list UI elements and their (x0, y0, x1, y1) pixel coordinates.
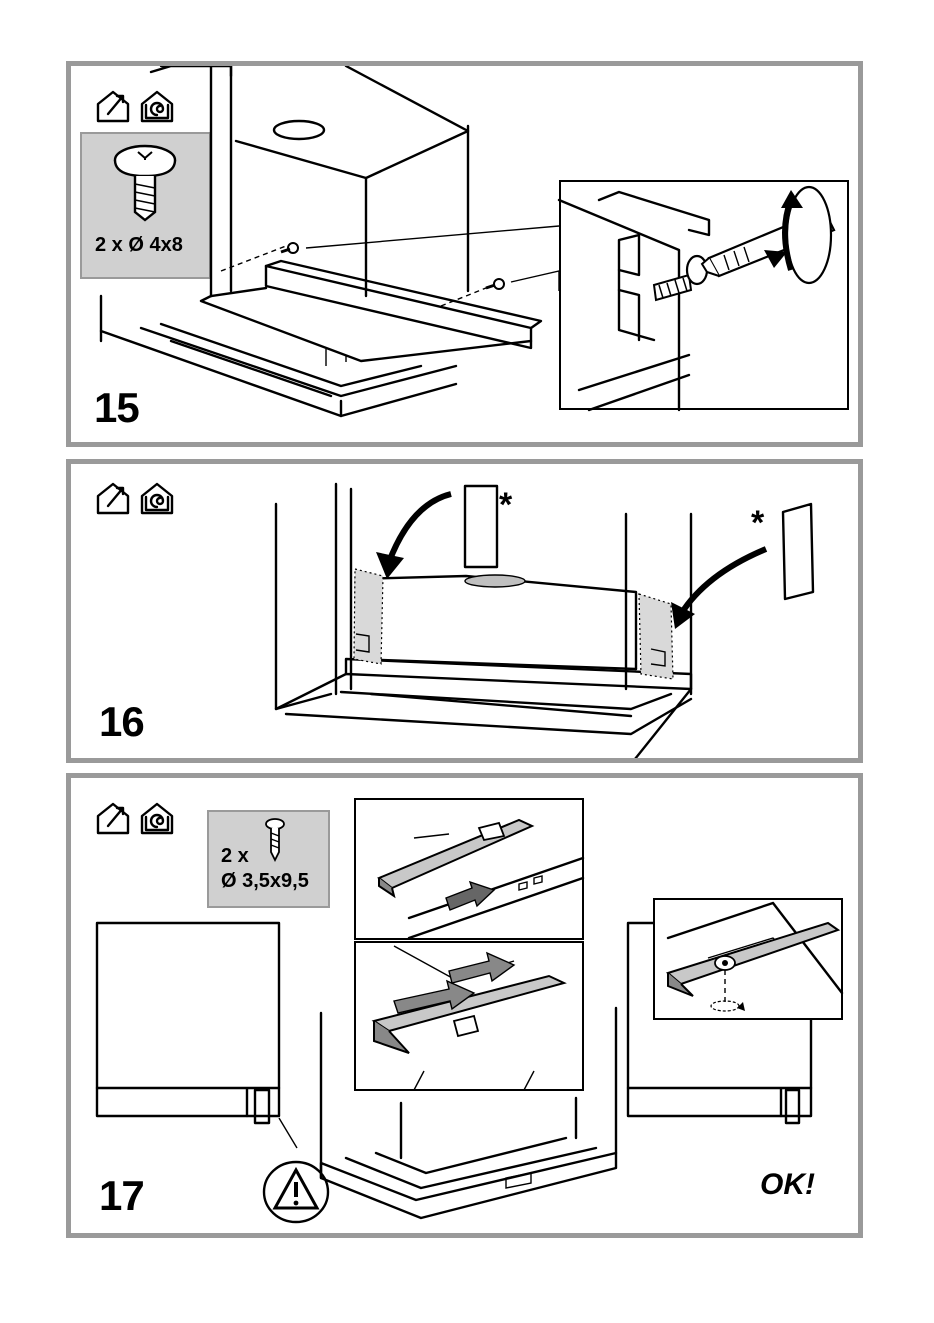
screw-detail-inset (559, 180, 849, 410)
step-15-panel: 2 x Ø 4x8 (66, 61, 863, 447)
step-16-panel: * * 16 (66, 459, 863, 763)
asterisk-mark-right: * (751, 504, 764, 543)
step-number: 17 (99, 1172, 144, 1220)
asterisk-mark-left: * (499, 486, 512, 525)
ok-label: OK! (760, 1168, 815, 1202)
step-number: 15 (94, 384, 139, 432)
bracket-fastened-detail (653, 898, 843, 1020)
screw-right (486, 279, 504, 289)
screw-left (281, 243, 298, 253)
step-number: 16 (99, 698, 144, 746)
hood-side-cover-drawing (71, 464, 863, 763)
step-17-panel: 2 x Ø 3,5x9,5 (66, 773, 863, 1238)
